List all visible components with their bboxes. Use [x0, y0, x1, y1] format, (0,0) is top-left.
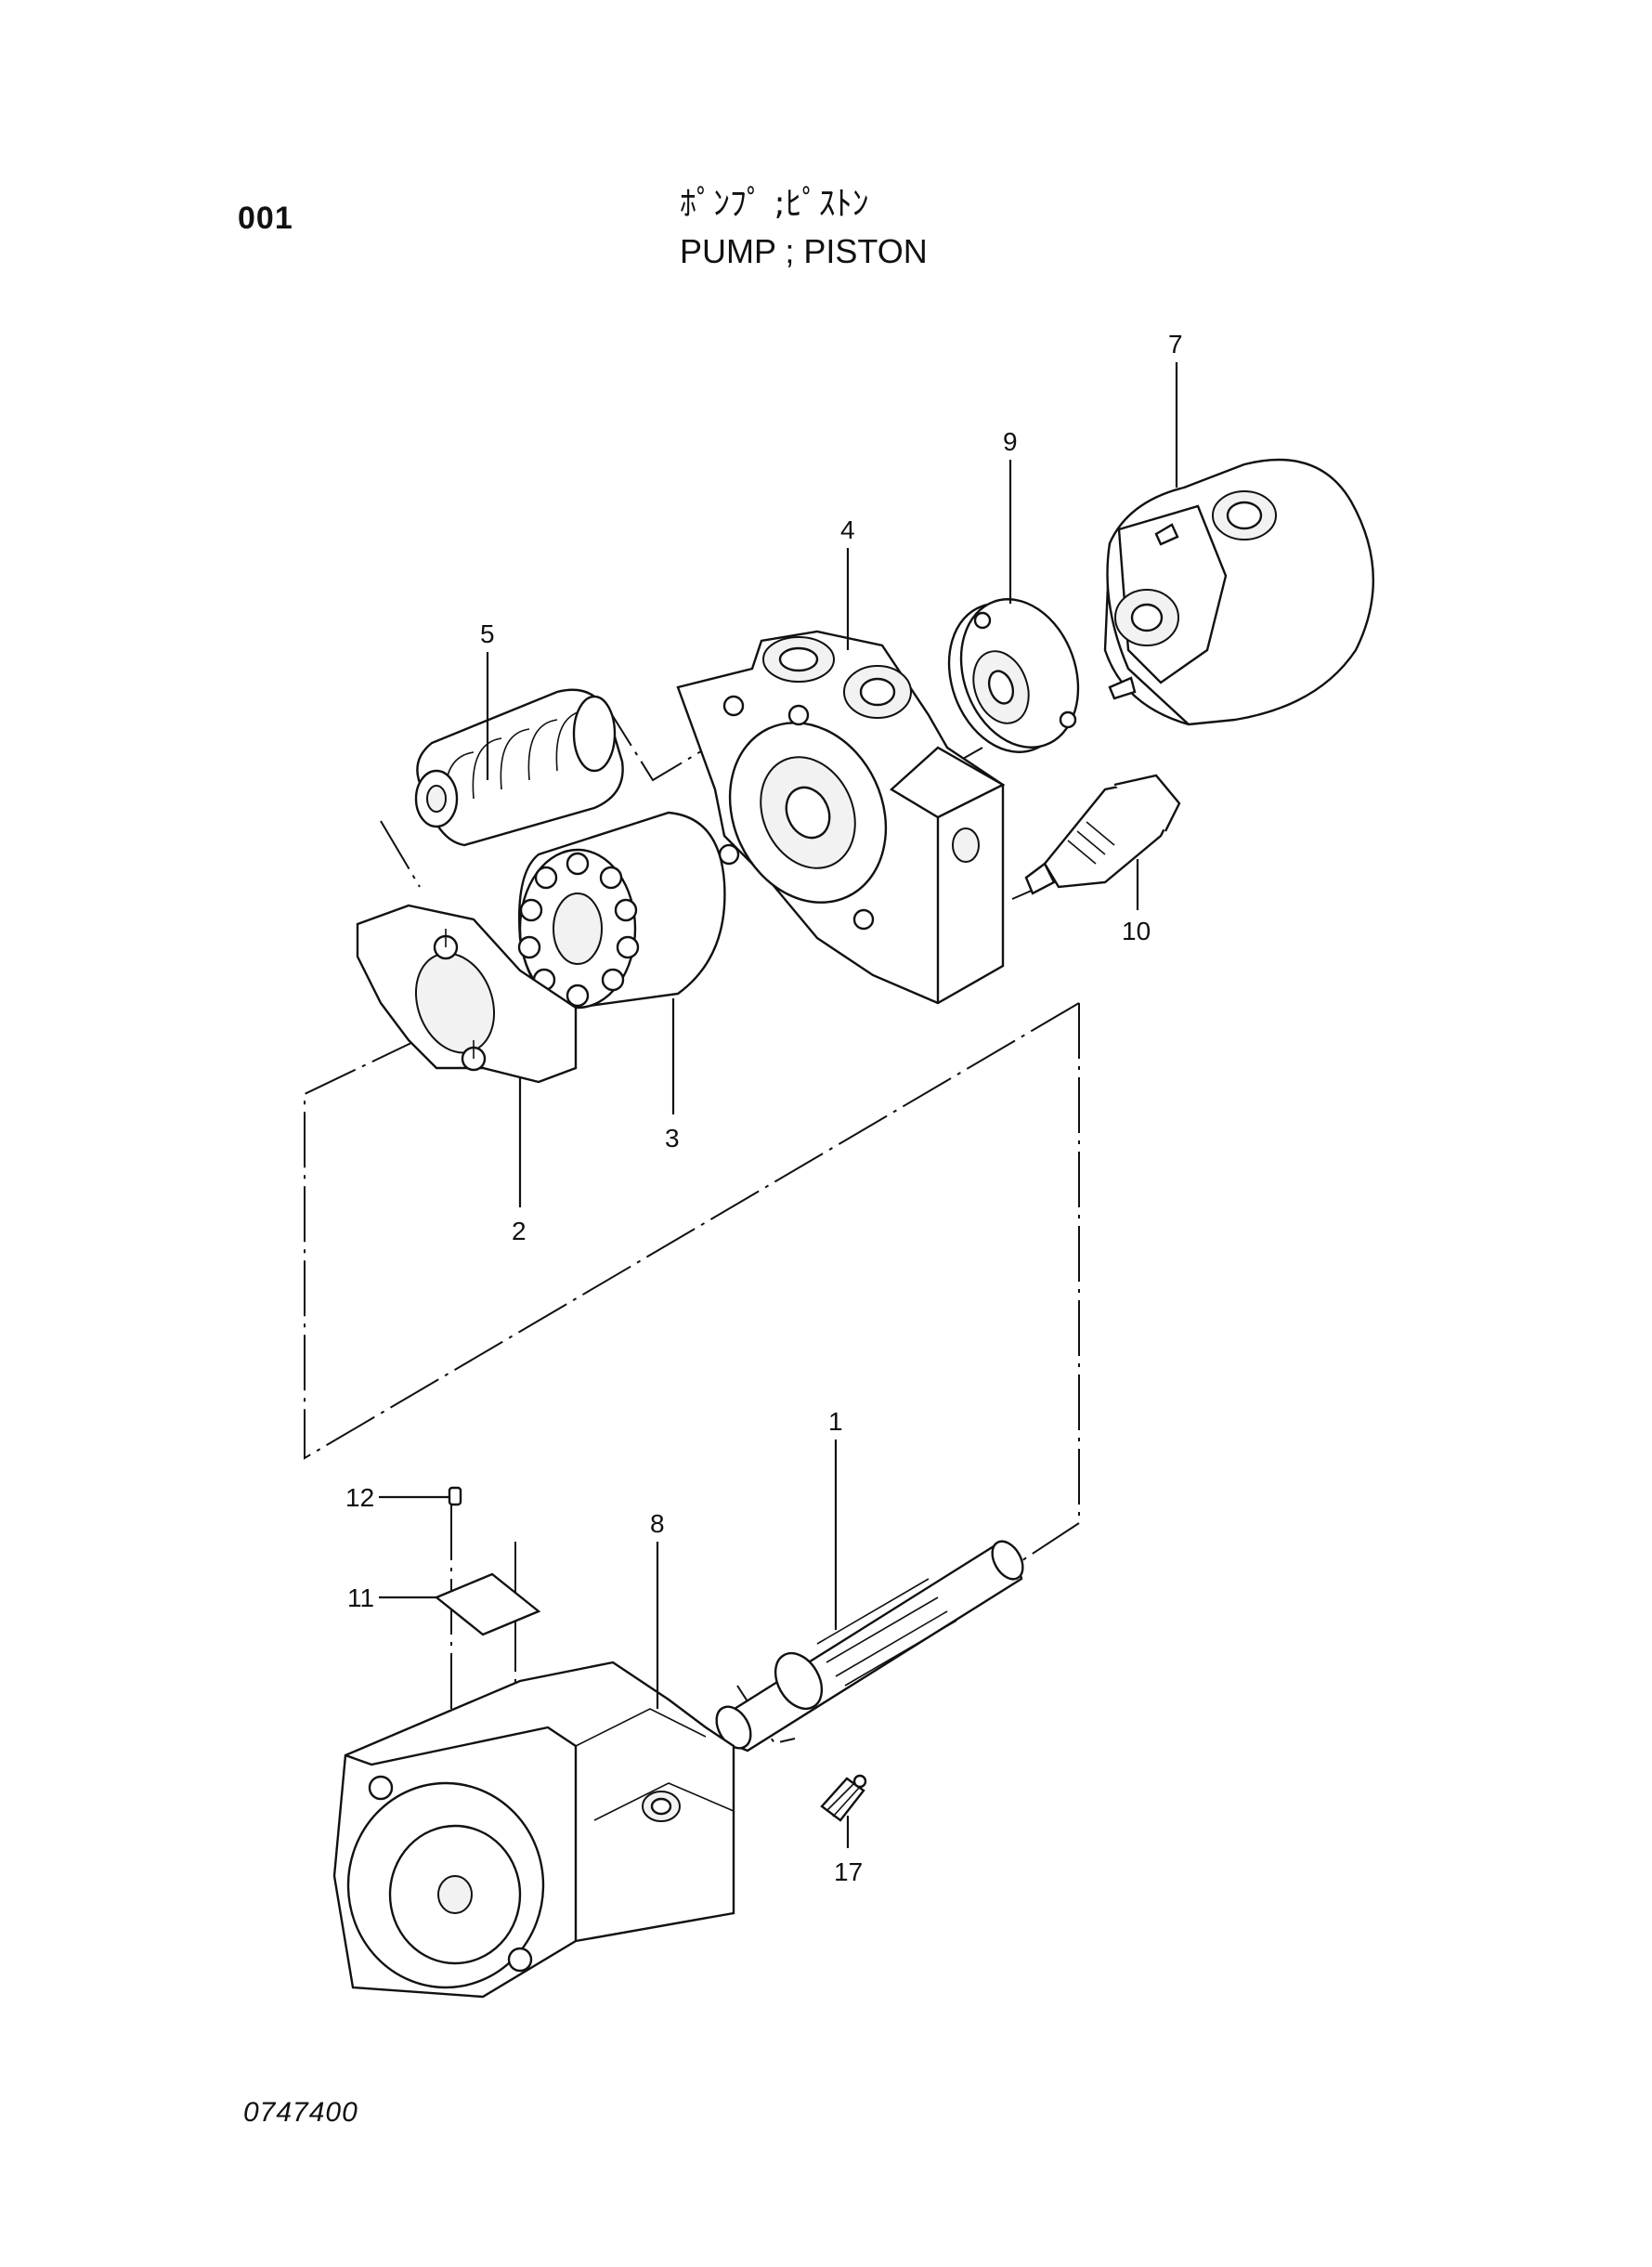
callout-9: 9	[1003, 427, 1018, 456]
callout-10: 10	[1122, 917, 1151, 945]
swash-plate-part	[356, 904, 578, 1084]
callout-3: 3	[665, 1124, 680, 1153]
valve-block-part	[676, 630, 1006, 1005]
valve-plate-part	[947, 598, 1080, 753]
plug-fitting-part	[820, 1774, 867, 1822]
pump-casing-part	[332, 1661, 735, 1999]
shaft-part	[715, 1540, 1024, 1752]
drawing-number: 0747400	[243, 2097, 358, 2128]
rivet-part	[448, 1486, 462, 1506]
callout-labels: 7 9 4 5 10 3 2 1 8 12 11 17	[345, 330, 1183, 1886]
relief-valve-part	[1024, 774, 1181, 895]
callout-7: 7	[1168, 330, 1183, 358]
callout-8: 8	[650, 1509, 665, 1538]
callout-12: 12	[345, 1483, 374, 1512]
callout-2: 2	[512, 1217, 527, 1245]
callout-17: 17	[834, 1857, 863, 1886]
callout-11: 11	[347, 1583, 374, 1612]
leader-lines	[379, 362, 1178, 1848]
cylinder-block-part	[517, 811, 726, 1010]
callout-1: 1	[828, 1407, 843, 1436]
page-number: 001	[238, 201, 293, 236]
callout-4: 4	[840, 515, 855, 544]
piston-bores	[517, 852, 640, 1008]
page-title-japanese: ﾎﾟﾝﾌﾟ ;ﾋﾟｽﾄﾝ	[680, 185, 869, 223]
name-plate-part	[434, 1572, 541, 1636]
gear-pump-part	[1103, 458, 1374, 726]
spring-piston-part	[414, 688, 624, 847]
page-title-english: PUMP ; PISTON	[680, 232, 928, 270]
callout-5: 5	[480, 619, 495, 648]
